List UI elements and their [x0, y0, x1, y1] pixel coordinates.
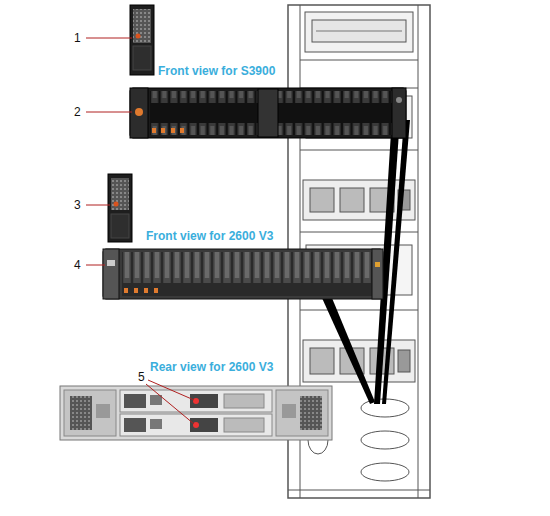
callout-number: 4 — [74, 258, 88, 272]
view-caption: Front view for 2600 V3 — [146, 229, 326, 243]
view-caption: Rear view for 2600 V3 — [150, 360, 330, 374]
disk-module — [108, 174, 132, 242]
callout-number: 3 — [74, 198, 88, 212]
s3900-enclosure — [130, 88, 406, 138]
view-caption: Front view for S3900 — [158, 64, 328, 78]
callout-number: 5 — [138, 370, 152, 384]
2600v3-rear — [60, 386, 332, 440]
disk-module — [130, 5, 154, 75]
2600v3-enclosure — [103, 249, 383, 299]
callout-number: 2 — [74, 105, 88, 119]
callout-number: 1 — [74, 31, 88, 45]
